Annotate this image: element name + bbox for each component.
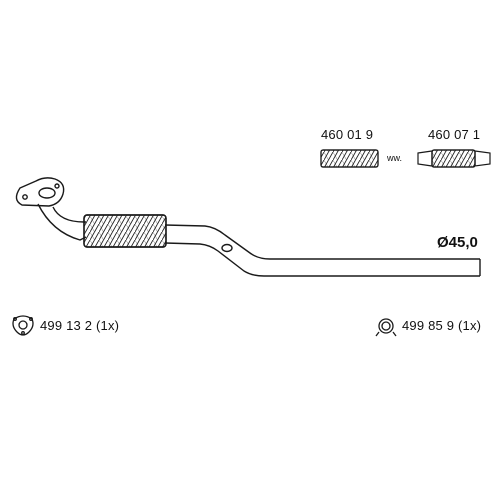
diameter-label: Ø45,0 bbox=[437, 234, 478, 251]
alternative-separator: ww. bbox=[387, 153, 403, 163]
flex-part-1-illustration bbox=[320, 149, 379, 168]
gasket-part-number: 499 13 2 (1x) bbox=[40, 318, 120, 333]
flange-hole bbox=[38, 187, 56, 199]
flex-part-2-illustration bbox=[417, 149, 491, 168]
clamp-part-number: 499 85 9 (1x) bbox=[402, 318, 482, 333]
pipe-flange bbox=[15, 177, 65, 207]
flex-part-1-number: 460 01 9 bbox=[321, 127, 374, 142]
front-pipe bbox=[15, 177, 481, 277]
pipe-bracket bbox=[221, 243, 233, 253]
ring-clamp-icon bbox=[375, 318, 397, 337]
three-bolt-gasket-icon bbox=[12, 315, 34, 336]
pipe-flex-section bbox=[83, 214, 167, 248]
flex-part-2-number: 460 07 1 bbox=[428, 127, 481, 142]
